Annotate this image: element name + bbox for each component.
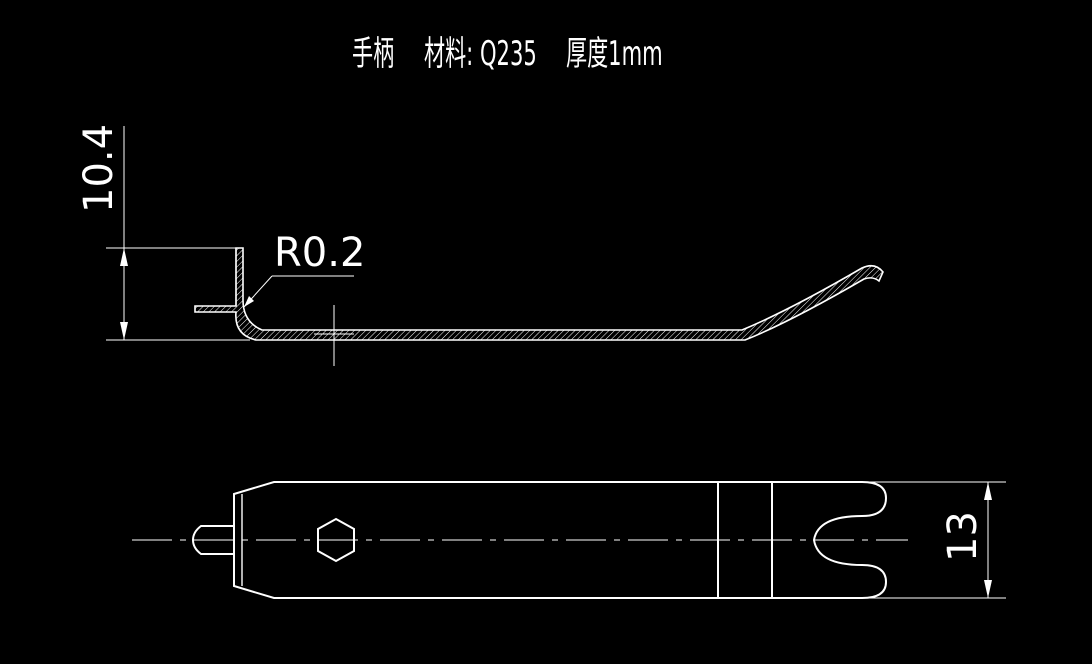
height-arrow-top: [120, 248, 128, 266]
width-arrow-bottom: [984, 580, 992, 598]
radius-dimension-text: R0.2: [274, 230, 365, 276]
width-dimension-text: 13: [940, 511, 986, 562]
height-dimension-text: 10.4: [76, 124, 122, 213]
left-tab: [191, 525, 234, 555]
thickness-label: 厚度1mm: [566, 34, 663, 74]
top-view: [132, 481, 1006, 599]
width-arrow-top: [984, 482, 992, 500]
height-arrow-bottom: [120, 322, 128, 340]
part-name: 手柄: [352, 34, 395, 74]
material-label: 材料: Q235: [424, 34, 537, 74]
handle-profile: [194, 247, 884, 341]
side-view: [106, 126, 884, 366]
radius-arrow: [244, 296, 254, 307]
hex-hole: [317, 517, 355, 563]
drawing-title: 手柄 材料: Q235 厚度1mm: [0, 26, 1092, 76]
